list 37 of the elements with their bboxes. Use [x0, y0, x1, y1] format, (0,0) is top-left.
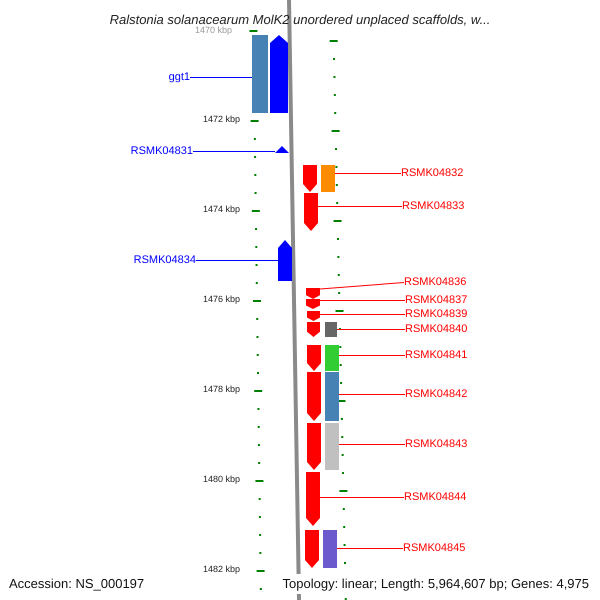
gene-label: RSMK04836	[404, 277, 466, 288]
scale-label: 1482 kbp	[202, 565, 240, 574]
gene-label: RSMK04844	[404, 492, 466, 503]
leader-line	[338, 394, 406, 395]
gene-label: RSMK04839	[405, 309, 468, 320]
leader-line	[338, 444, 406, 445]
leader-line	[190, 77, 252, 78]
leader-line	[320, 314, 406, 315]
leader-line	[318, 206, 402, 207]
gene-label: RSMK04833	[402, 201, 464, 212]
scale-label: 1474 kbp	[202, 205, 240, 214]
leader-line	[334, 173, 402, 174]
diagram-title: Ralstonia solanacearum MolK2 unordered unplaced scaffolds, w...	[108, 11, 492, 27]
gene-label: RSMK04845	[403, 543, 466, 554]
scale-label: 1472 kbp	[202, 115, 240, 124]
gene-label: RSMK04837	[405, 295, 468, 306]
gene-label: RSMK04832	[401, 168, 464, 179]
gene-label: RSMK04831	[130, 146, 193, 157]
leader-line	[320, 497, 404, 498]
topology-note: Topology: linear; Length: 5,964,607 bp; Genes: 4,975	[282, 574, 590, 594]
scale-label: 1470 kbp	[194, 26, 232, 35]
gene-label: RSMK04840	[405, 324, 468, 335]
gene-label: RSMK04834	[134, 255, 196, 266]
scale-label: 1476 kbp	[202, 295, 240, 304]
gene-label: RSMK04843	[405, 439, 468, 450]
scale-label: 1480 kbp	[202, 475, 240, 484]
gene-label: RSMK04841	[405, 350, 468, 361]
leader-line	[320, 282, 404, 290]
scale-label: 1478 kbp	[202, 385, 240, 394]
gene-label: RSMK04842	[405, 389, 468, 400]
gene-label: ggt1	[168, 72, 190, 83]
leader-line	[192, 151, 276, 152]
leader-line	[338, 355, 406, 356]
leader-line	[196, 260, 278, 261]
leader-line	[320, 300, 406, 301]
leader-line	[336, 548, 404, 549]
leader-line	[336, 329, 406, 330]
